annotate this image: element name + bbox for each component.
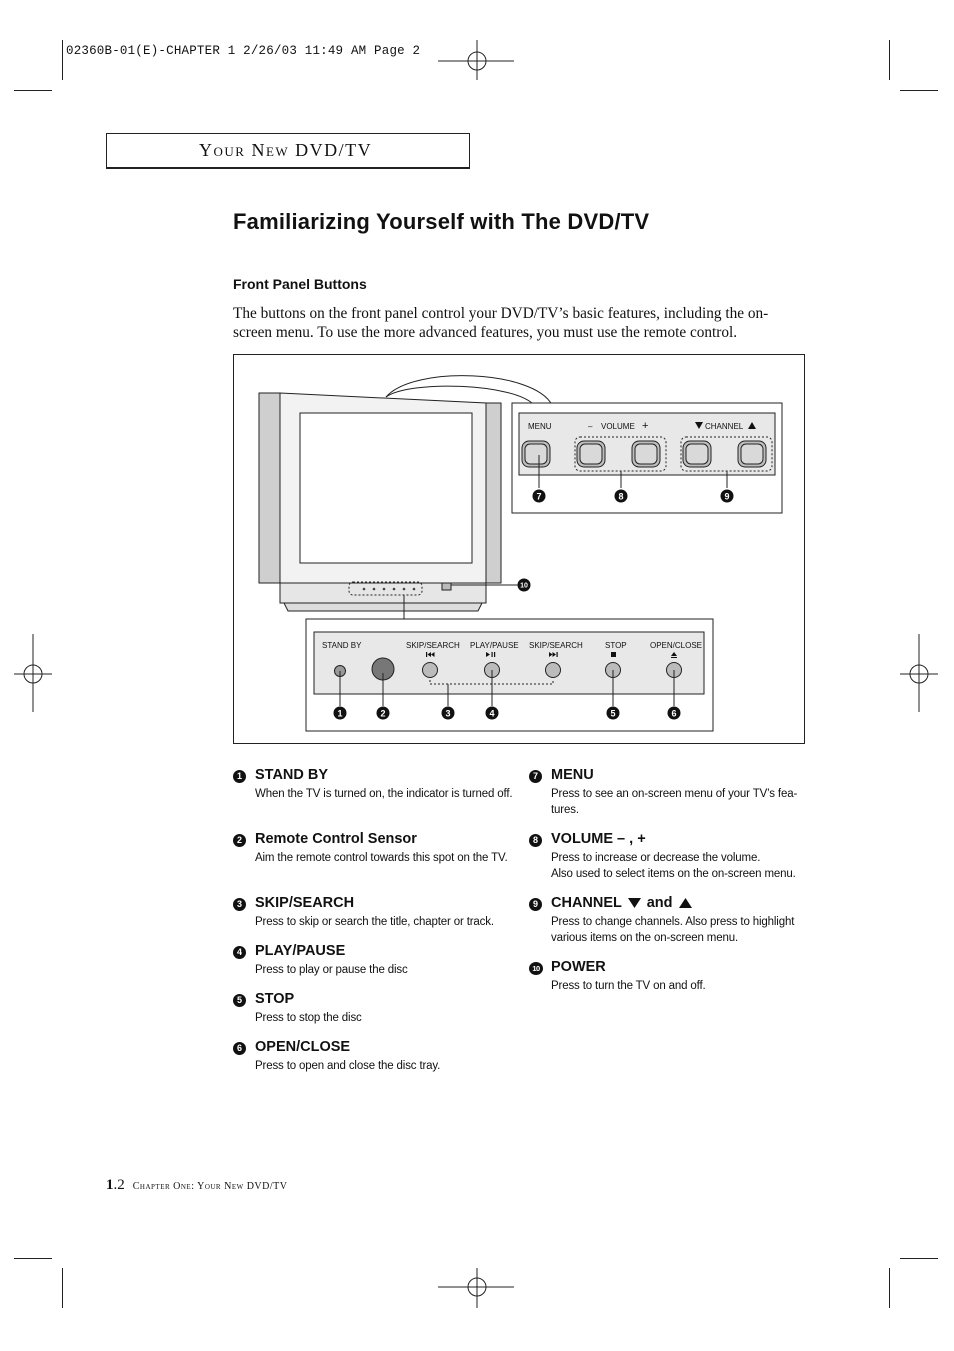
front-panel-illustration: MENU – VOLUME + CHANNEL STAND BY SKIP/SE… [258, 375, 783, 732]
page-footer: 1.2 Chapter One: Your New DVD/TV [106, 1176, 287, 1194]
skip-back-icon [426, 652, 435, 657]
page-number-suffix: .2 [113, 1177, 125, 1193]
svg-text:9: 9 [724, 492, 729, 502]
channel-down-icon [627, 898, 641, 908]
section-heading: Front Panel Buttons [233, 276, 367, 292]
channel-down-icon [695, 422, 703, 429]
crop-mark [62, 1268, 63, 1308]
svg-text:4: 4 [489, 709, 494, 719]
open-close-label: OPEN/CLOSE [650, 641, 702, 650]
callout-1: 1 [333, 706, 347, 720]
svg-text:10: 10 [520, 583, 528, 590]
callout-5: 5 [606, 706, 620, 720]
svg-text:5: 5 [610, 709, 615, 719]
channel-up-icon [678, 898, 692, 908]
front-panel-figure: MENU – VOLUME + CHANNEL STAND BY SKIP/SE… [233, 354, 805, 744]
eject-icon [671, 652, 677, 658]
footer-chapter-text: Chapter One: Your New DVD/TV [132, 1181, 288, 1192]
crop-mark [900, 1258, 938, 1259]
skip-back-label: SKIP/SEARCH [406, 641, 460, 650]
callout-10: 10 [517, 578, 531, 592]
page-number: 1 [106, 1177, 114, 1193]
crop-mark [900, 90, 938, 91]
crop-mark [889, 1268, 890, 1308]
stop-icon [611, 652, 616, 657]
callout-2: 2 [376, 706, 390, 720]
bottom-control-panel [305, 618, 714, 732]
skip-fwd-label: SKIP/SEARCH [529, 641, 583, 650]
menu-label: MENU [528, 422, 552, 431]
callout-9: 9 [720, 489, 734, 503]
channel-label: CHANNEL [705, 422, 744, 431]
svg-text:6: 6 [671, 709, 676, 719]
callout-6: 6 [667, 706, 681, 720]
stand-by-label: STAND BY [322, 641, 362, 650]
page-title: Familiarizing Yourself with The DVD/TV [233, 209, 650, 234]
play-pause-icon [486, 652, 496, 657]
callout-7: 7 [532, 489, 546, 503]
crop-mark [889, 40, 890, 80]
svg-text:3: 3 [445, 709, 450, 719]
svg-text:7: 7 [536, 492, 541, 502]
channel-up-icon [748, 422, 756, 429]
chapter-header: Your New DVD/TV [106, 133, 470, 169]
svg-text:2: 2 [380, 709, 385, 719]
tv-illustration [258, 375, 553, 619]
volume-minus-label: – [588, 422, 593, 431]
crop-mark [14, 90, 52, 91]
svg-text:1: 1 [337, 709, 342, 719]
skip-fwd-icon [549, 652, 558, 657]
callout-8: 8 [614, 489, 628, 503]
print-slug: 02360B-01(E)-CHAPTER 1 2/26/03 11:49 AM … [66, 44, 421, 58]
svg-text:8: 8 [618, 492, 623, 502]
callout-4: 4 [485, 706, 499, 720]
crop-mark [62, 40, 63, 80]
callout-3: 3 [441, 706, 455, 720]
top-control-panel [511, 402, 783, 514]
play-pause-label: PLAY/PAUSE [470, 641, 519, 650]
stop-label: STOP [605, 641, 627, 650]
crop-mark [14, 1258, 52, 1259]
volume-label: VOLUME [601, 422, 635, 431]
intro-paragraph: The buttons on the front panel control y… [233, 305, 769, 341]
chapter-header-text: Your New DVD/TV [199, 140, 373, 160]
volume-plus-label: + [642, 420, 648, 432]
